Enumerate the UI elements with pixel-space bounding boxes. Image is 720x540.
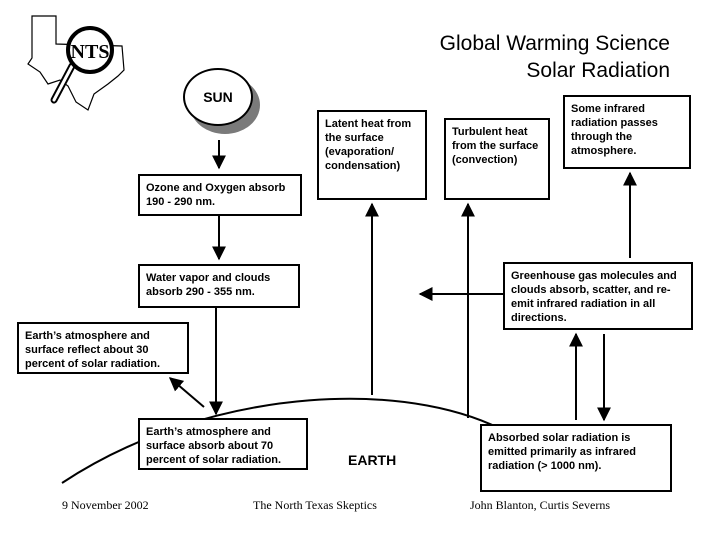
sun-label: SUN — [183, 68, 253, 126]
sun-node: SUN — [183, 68, 260, 134]
box-latent-heat: Latent heat from the surface (evaporatio… — [317, 110, 427, 200]
magnifier-lens — [66, 26, 114, 74]
box-emitted: Absorbed solar radiation is emitted prim… — [480, 424, 672, 492]
box-greenhouse: Greenhouse gas molecules and clouds abso… — [503, 262, 693, 330]
box-absorb: Earth’s atmosphere and surface absorb ab… — [138, 418, 308, 470]
nts-logo: NTS — [27, 15, 125, 111]
footer-date: 9 November 2002 — [62, 498, 149, 512]
earth-label: EARTH — [348, 452, 397, 468]
box-ozone: Ozone and Oxygen absorb 190 - 290 nm. — [138, 174, 302, 216]
box-reflect: Earth’s atmosphere and surface reflect a… — [17, 322, 189, 374]
logo-text: NTS — [71, 41, 110, 63]
box-turbulent-heat: Turbulent heat from the surface (convect… — [444, 118, 550, 200]
arrow-to-reflect — [168, 377, 205, 408]
box-infrared-passes: Some infrared radiation passes through t… — [563, 95, 691, 169]
page-title: Global Warming Science Solar Radiation — [440, 30, 670, 84]
title-line-1: Global Warming Science — [439, 32, 670, 55]
box-water-vapor: Water vapor and clouds absorb 290 - 355 … — [138, 264, 300, 308]
footer-authors: John Blanton, Curtis Severns — [470, 498, 610, 512]
earth-surface-curve — [61, 397, 521, 484]
title-line-2: Solar Radiation — [526, 59, 670, 82]
footer-org: The North Texas Skeptics — [253, 498, 377, 512]
